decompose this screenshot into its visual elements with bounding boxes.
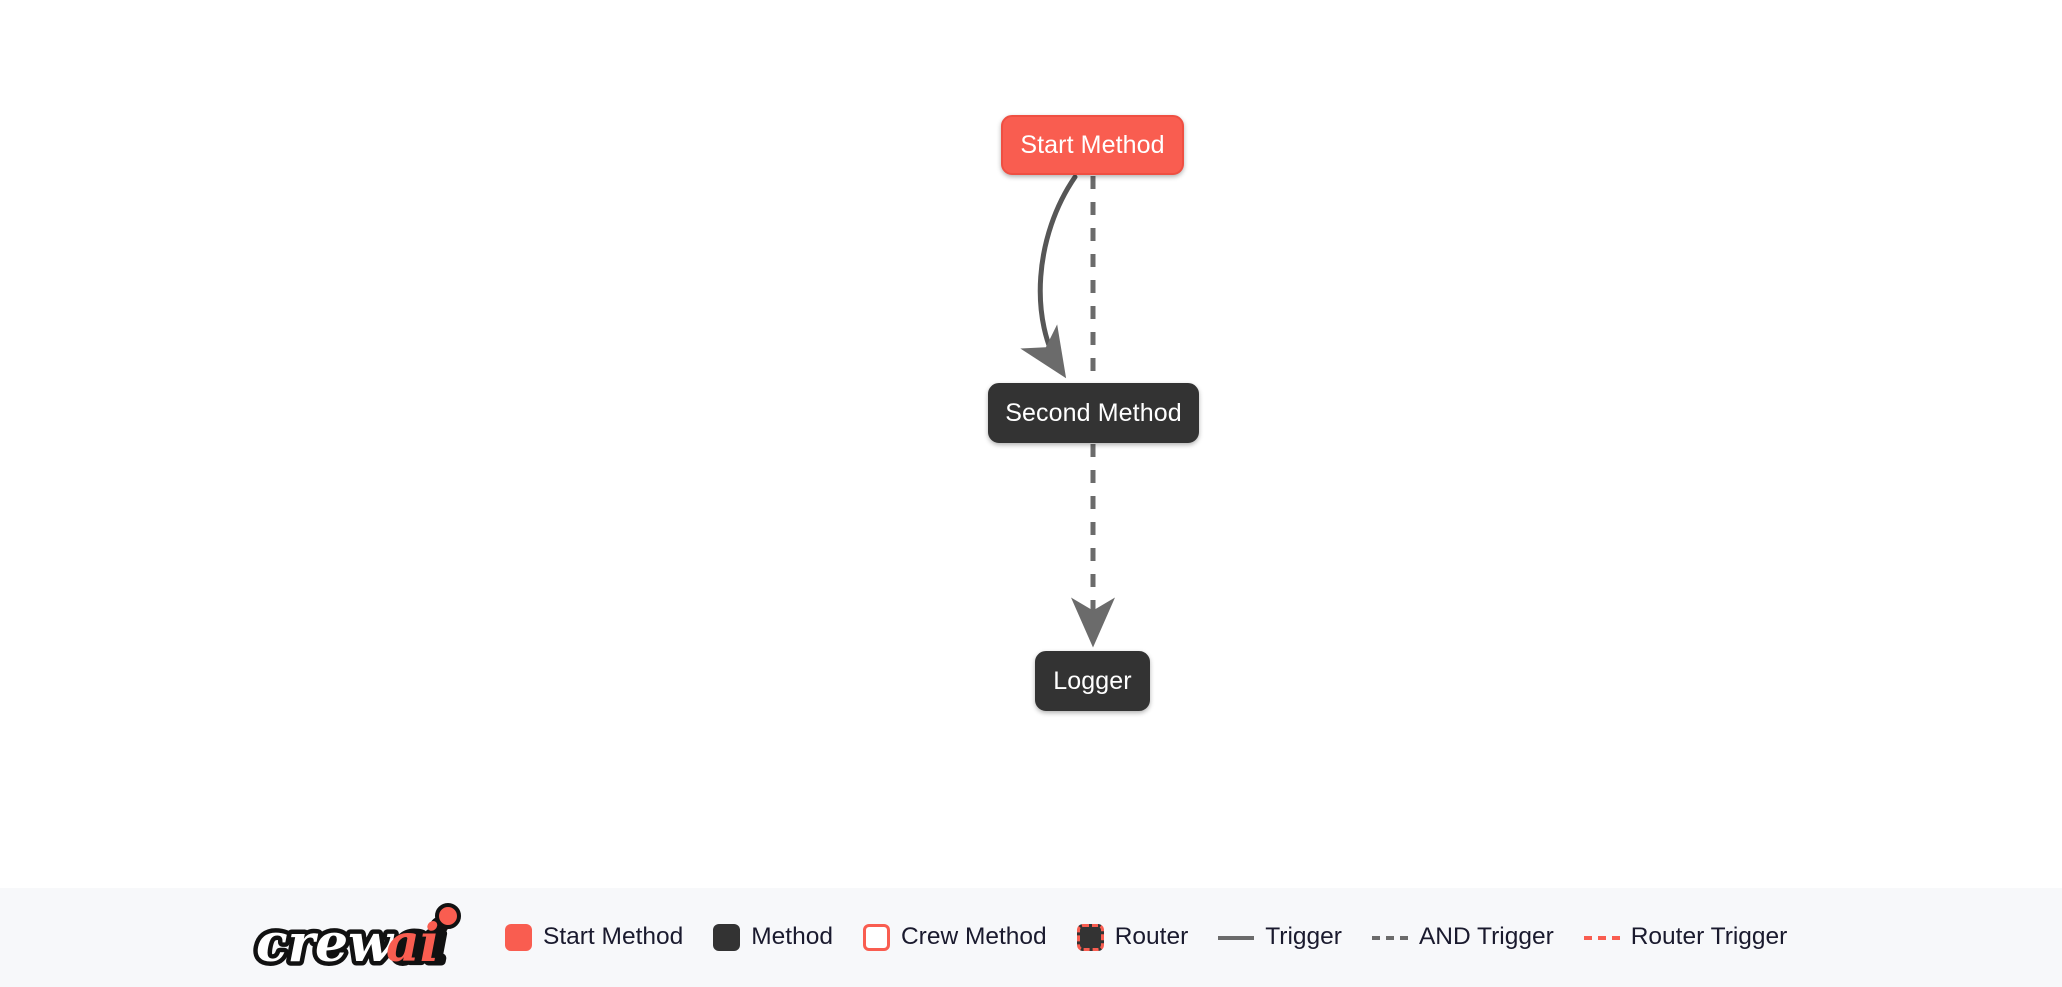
node-label: Second Method: [1005, 398, 1182, 427]
legend-item-crew-method[interactable]: Crew Method: [862, 923, 1047, 951]
logo-text-ai: ai: [386, 913, 439, 974]
router-swatch-icon: [1076, 924, 1104, 951]
legend-label: Crew Method: [900, 923, 1047, 951]
start-method-swatch-icon: [505, 924, 532, 951]
legend-item-router[interactable]: Router: [1076, 923, 1189, 951]
crew-method-swatch-icon: [862, 924, 890, 951]
legend-item-trigger[interactable]: Trigger: [1218, 925, 1342, 950]
method-swatch-icon: [713, 924, 741, 951]
legend-label: Trigger: [1265, 923, 1342, 951]
legend-item-method[interactable]: Method: [713, 924, 833, 951]
legend-label: Router Trigger: [1630, 923, 1788, 951]
and-trigger-line-icon: [1371, 935, 1408, 940]
edge-layer: [1020, 174, 1115, 648]
legend-label: Router: [1114, 923, 1189, 951]
node-logger[interactable]: Logger: [1035, 651, 1150, 711]
node-label: Start Method: [1020, 130, 1165, 159]
crewai-logo: crewai crew crew ai: [252, 902, 461, 977]
legend-item-and-trigger[interactable]: AND Trigger: [1371, 923, 1554, 951]
node-label: Logger: [1053, 666, 1132, 695]
router-trigger-line-icon: [1583, 935, 1620, 940]
logo-dot: [435, 902, 461, 929]
legend-bar: crewai crew crew ai Start Method Method …: [0, 888, 2062, 987]
legend-items: Start Method Method Crew Method Router T…: [505, 924, 1787, 951]
legend-item-router-trigger[interactable]: Router Trigger: [1583, 923, 1788, 951]
flow-canvas[interactable]: Start Method Second Method Logger: [0, 0, 2062, 888]
legend-label: AND Trigger: [1418, 923, 1554, 951]
legend-label: Start Method: [543, 923, 684, 951]
trigger-line-icon: [1218, 935, 1255, 940]
logo-text-outline: crewai: [256, 913, 446, 974]
node-start-method[interactable]: Start Method: [1001, 115, 1184, 175]
edge-start-to-second: [1020, 174, 1078, 379]
legend-item-start-method[interactable]: Start Method: [505, 924, 683, 951]
legend-label: Method: [751, 923, 833, 951]
node-second-method[interactable]: Second Method: [988, 383, 1199, 443]
logo-text-crew: crew: [256, 913, 395, 974]
